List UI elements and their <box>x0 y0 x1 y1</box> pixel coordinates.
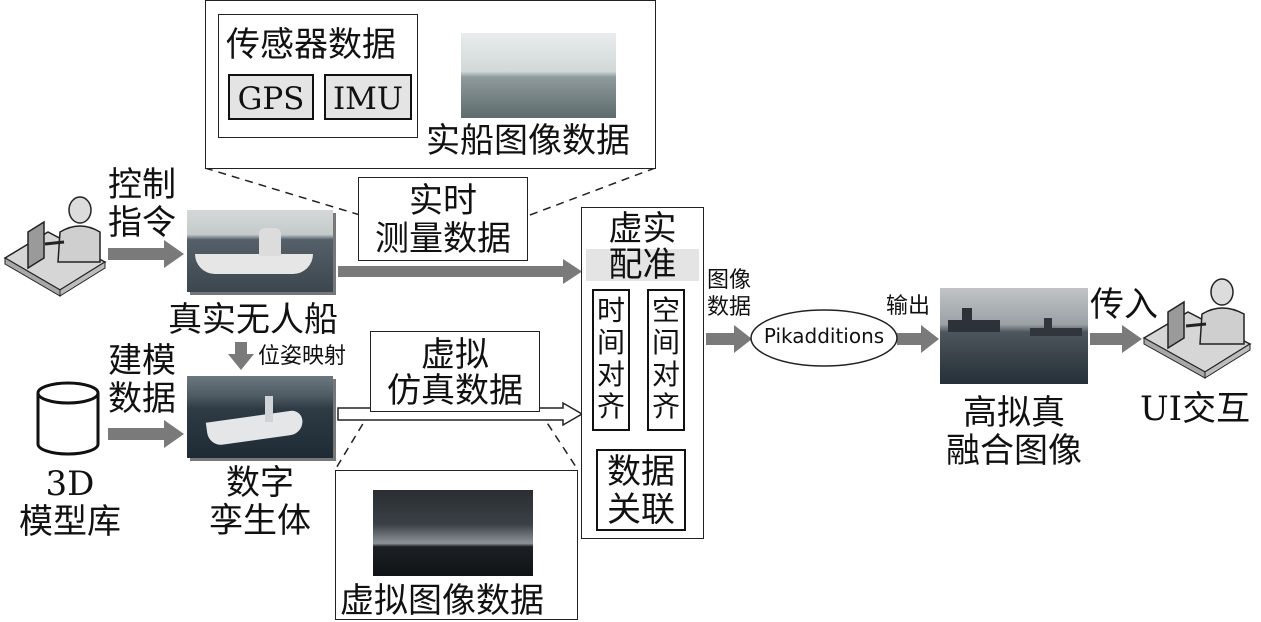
realtime-data-box: 实时 测量数据 <box>358 177 528 261</box>
imu-label: IMU <box>332 81 404 117</box>
fusion-line2: 融合图像 <box>946 431 1082 471</box>
image-data-line2: 数据 <box>707 295 752 320</box>
space-align-char-1: 空 <box>651 294 680 327</box>
modeling-line1: 建模 <box>108 341 176 381</box>
control-arrow <box>108 240 184 268</box>
database-icon <box>36 381 100 456</box>
control-line2: 指令 <box>108 203 176 243</box>
image-data-arrow <box>706 325 752 353</box>
time-align-char-4: 齐 <box>596 390 625 423</box>
time-align-char-3: 对 <box>596 358 625 391</box>
registration-title-line1: 虚实 <box>608 209 677 249</box>
pikadditions-label: Pikadditions <box>763 324 885 348</box>
gps-box: GPS <box>228 74 314 120</box>
association-line1: 数据 <box>607 452 675 492</box>
virtual-sim-box: 虚拟 仿真数据 <box>370 331 540 412</box>
registration-title-line2: 配准 <box>608 245 677 285</box>
transfer-arrow <box>1090 325 1142 353</box>
virtual-sim-line2: 仿真数据 <box>387 371 523 411</box>
fusion-line1: 高拟真 <box>963 393 1065 433</box>
space-align-char-2: 间 <box>651 326 680 359</box>
real-boat-image <box>187 210 333 292</box>
output-label: 输出 <box>886 294 931 319</box>
modeling-arrow <box>108 420 184 448</box>
realtime-arrow <box>338 259 582 284</box>
ship-image-label: 实船图像数据 <box>426 121 630 161</box>
digital-twin-image <box>187 376 333 458</box>
space-align-char-4: 齐 <box>651 390 680 423</box>
pose-mapping-label: 位姿映射 <box>258 344 347 369</box>
space-align-char-3: 对 <box>651 358 680 391</box>
twin-line2: 孪生体 <box>209 501 311 541</box>
realtime-line2: 测量数据 <box>375 219 511 259</box>
time-align-char-1: 时 <box>596 294 625 327</box>
pikadditions-ellipse <box>750 309 898 367</box>
imu-box: IMU <box>324 74 412 120</box>
fusion-image <box>940 288 1088 384</box>
ship-camera-image <box>461 33 616 118</box>
control-line1: 控制 <box>108 165 176 205</box>
sensor-data-title: 传感器数据 <box>226 25 396 65</box>
zoom-line-right-bottom <box>539 411 579 471</box>
virtual-camera-image <box>373 490 533 576</box>
time-align-box: 时 间 对 齐 <box>592 289 630 431</box>
zoom-line-left-bottom <box>334 411 371 471</box>
association-line2: 关联 <box>607 490 675 530</box>
transfer-label: 传入 <box>1090 285 1158 325</box>
virtual-sim-line1: 虚拟 <box>421 335 489 375</box>
image-data-line1: 图像 <box>707 268 752 293</box>
real-boat-label: 真实无人船 <box>168 300 338 340</box>
gps-label: GPS <box>237 81 305 117</box>
space-align-box: 空 间 对 齐 <box>647 289 685 431</box>
registration-title-highlight <box>586 249 699 281</box>
virtual-image-label: 虚拟图像数据 <box>340 581 544 621</box>
realtime-line1: 实时 <box>409 181 477 221</box>
pose-mapping-arrow <box>228 342 254 370</box>
ui-interaction-label: UI交互 <box>1140 389 1251 429</box>
modeling-line2: 数据 <box>108 379 176 419</box>
time-align-char-2: 间 <box>596 326 625 359</box>
model-lib-line2: 模型库 <box>19 502 121 542</box>
output-arrow <box>897 325 939 353</box>
twin-line1: 数字 <box>226 463 294 503</box>
model-lib-line1: 3D <box>45 464 95 504</box>
data-association-box: 数据 关联 <box>596 449 686 531</box>
